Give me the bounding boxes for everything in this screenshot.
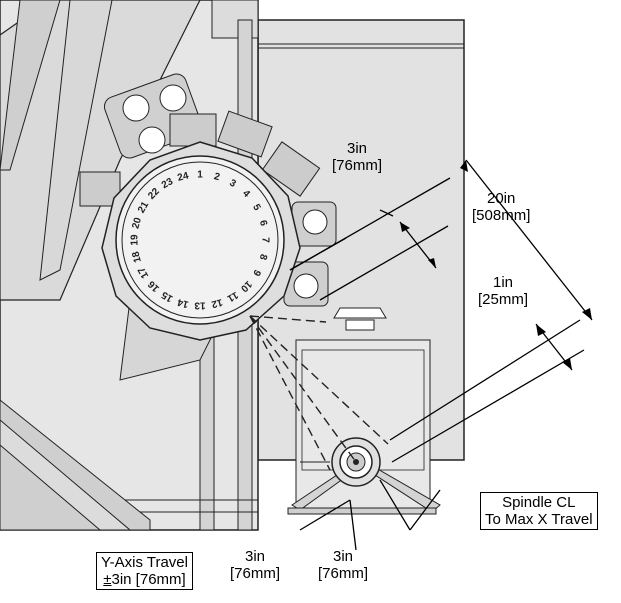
dim-travel-metric: 508mm [472,207,530,224]
turret-pocket-number: 13 [194,300,206,311]
turret-pocket-number: 20 [130,216,144,230]
dim-travel-imperial: 20in [487,190,516,207]
dim-bottom-left-imperial: 3in [245,548,266,565]
dimension-arrows [400,160,592,370]
spindle-cl-callout: Spindle CL To Max X Travel [480,492,598,530]
turret-pocket-number: 3 [227,178,238,191]
turret-pocket-number: 1 [197,170,203,181]
dim-label-offset: 1in 25mm [478,274,528,308]
turret-pocket-number: 8 [257,253,269,262]
turret-pocket-number: 21 [136,200,151,216]
turret-pocket-number: 7 [260,237,271,243]
turret-pocket-number: 14 [176,296,190,310]
dim-label-travel: 20in 508mm [472,190,530,224]
spindle-cl-line2: To Max X Travel [485,511,593,528]
turret-pocket-number: 6 [257,219,269,228]
turret-pocket-number: 17 [136,265,151,281]
y-axis-line1: Y-Axis Travel [101,554,188,571]
turret-pocket-number: 19 [130,234,141,246]
y-axis-line2: ±3in [76mm] [101,571,188,588]
turret-pocket-number: 18 [130,250,144,264]
turret-pocket-number: 24 [176,170,190,184]
turret-pocket-number: 15 [160,289,176,304]
dim-offset-imperial: 1in [493,274,514,291]
turret-pocket-number: 9 [250,267,263,278]
dim-clearance-metric: 76mm [332,157,382,174]
plus-minus-symbol: ± [103,571,112,588]
slant-bed [0,0,231,531]
dim-label-bottom-right: 3in 76mm [318,548,368,582]
turret-pocket-number: 2 [213,171,222,183]
dim-bottom-right-metric: 76mm [318,565,368,582]
turret-pocket-number: 5 [250,202,263,213]
construction-lines [249,315,389,471]
dim-bottom-right-imperial: 3in [333,548,354,565]
spindle-assembly [287,307,441,515]
dim-bottom-left-metric: 76mm [230,565,280,582]
spindle-cl-line1: Spindle CL [502,494,576,511]
y-axis-value: 3in [76mm] [111,571,186,588]
dim-label-clearance: 3in 76mm [332,140,382,174]
turret-pocket-number: 12 [210,296,224,310]
dim-offset-metric: 25mm [478,291,528,308]
dim-clearance-imperial: 3in [347,140,368,157]
dim-label-bottom-left: 3in 76mm [230,548,280,582]
turret-pocket-number: 23 [160,176,176,191]
tool-holders [79,73,337,307]
y-axis-travel-callout: Y-Axis Travel ±3in [76mm] [96,552,193,590]
